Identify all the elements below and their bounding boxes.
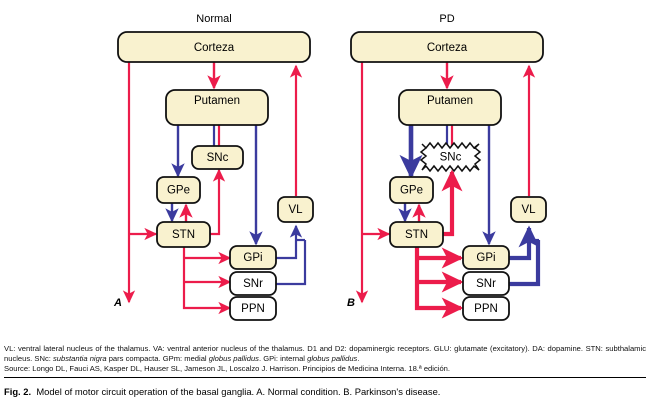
- node-label-ppn: PPN: [241, 303, 265, 315]
- edge-stn-snc-pd: [441, 169, 463, 237]
- node-label-snc: SNc: [207, 152, 229, 164]
- node-corteza[interactable]: Corteza: [117, 31, 311, 63]
- nodes-pd: Corteza Putamen SNc GPe STN: [350, 31, 547, 321]
- node-label-vl: VL: [288, 204, 303, 216]
- nodes-normal: Corteza Putamen SNc GPe STN: [117, 31, 314, 321]
- node-ppn[interactable]: PPN: [229, 296, 277, 321]
- node-label-snr: SNr: [243, 278, 263, 290]
- node-label-stn-pd: STN: [405, 229, 428, 241]
- edge-stn-ppn: [182, 247, 232, 315]
- panel-title-normal: Normal: [196, 13, 231, 25]
- figure-caption: Fig. 2. Model of motor circuit operation…: [4, 386, 646, 397]
- legend-italic-globus-pallidus-1: globus pallidus: [208, 354, 259, 364]
- edge-gpi-vl-pd: [509, 225, 540, 261]
- panel-letter-b: B: [347, 297, 355, 309]
- legend-abbreviations-b: pars compacta. GPm: medial: [106, 354, 209, 364]
- legend-abbreviations-c: . GPi: internal: [258, 354, 308, 364]
- node-gpe-pd[interactable]: GPe: [389, 176, 434, 204]
- panel-pd: PD: [347, 13, 547, 321]
- legend-source: Source: Longo DL, Fauci AS, Kasper DL, H…: [4, 364, 451, 374]
- node-snr[interactable]: SNr: [229, 271, 277, 296]
- node-label-snc-pd: SNc: [440, 152, 462, 164]
- node-ppn-pd[interactable]: PPN: [462, 296, 510, 321]
- node-vl-pd[interactable]: VL: [510, 196, 547, 223]
- panel-letter-a: A: [113, 297, 122, 309]
- node-snr-pd[interactable]: SNr: [462, 271, 510, 296]
- node-label-gpi: GPi: [243, 252, 262, 264]
- node-label-corteza: Corteza: [194, 42, 235, 54]
- panel-normal: Normal: [113, 13, 314, 321]
- edge-gpi-vl: [276, 224, 303, 260]
- node-gpe[interactable]: GPe: [156, 176, 201, 204]
- panel-title-pd: PD: [439, 13, 454, 25]
- node-label-ppn-pd: PPN: [474, 303, 498, 315]
- node-stn[interactable]: STN: [156, 221, 211, 248]
- node-label-vl-pd: VL: [521, 204, 536, 216]
- node-label-snr-pd: SNr: [476, 278, 496, 290]
- edge-snr-vl: [276, 240, 307, 286]
- edge-snr-vl-pd: [509, 240, 541, 287]
- node-label-putamen-pd: Putamen: [427, 95, 473, 107]
- node-label-gpi-pd: GPi: [476, 252, 495, 264]
- node-label-stn: STN: [172, 229, 195, 241]
- caption-divider: [4, 377, 646, 378]
- edge-stn-ppn-pd: [414, 247, 464, 319]
- node-gpi-pd[interactable]: GPi: [462, 245, 510, 270]
- node-stn-pd[interactable]: STN: [389, 221, 444, 248]
- node-gpi[interactable]: GPi: [229, 245, 277, 270]
- node-putamen[interactable]: Putamen: [165, 89, 269, 126]
- figure-caption-label: Fig. 2.: [4, 386, 32, 397]
- legend-italic-substantia-nigra: substantia nigra: [52, 354, 107, 364]
- edge-stn-snc: [210, 168, 226, 236]
- node-label-corteza-pd: Corteza: [427, 42, 468, 54]
- node-label-gpe-pd: GPe: [400, 185, 423, 197]
- node-label-putamen: Putamen: [194, 95, 240, 107]
- node-snc[interactable]: SNc: [191, 145, 244, 170]
- legend-abbreviations-d: .: [357, 354, 360, 364]
- node-label-gpe: GPe: [167, 185, 190, 197]
- figure-caption-text: Model of motor circuit operation of the …: [36, 386, 441, 397]
- connections-pd: [355, 62, 541, 319]
- node-vl[interactable]: VL: [277, 196, 314, 223]
- legend-abbreviations-a: VL: ventral lateral nucleus of the thala…: [4, 344, 646, 364]
- node-corteza-pd[interactable]: Corteza: [350, 31, 544, 63]
- legend-italic-globus-pallidus-2: globus pallidus: [307, 354, 358, 364]
- figure-legend: VL: ventral lateral nucleus of the thala…: [4, 344, 646, 375]
- node-putamen-pd[interactable]: Putamen: [398, 89, 502, 126]
- node-snc-degenerated[interactable]: SNc: [419, 141, 482, 173]
- basal-ganglia-diagram: Normal: [113, 13, 547, 321]
